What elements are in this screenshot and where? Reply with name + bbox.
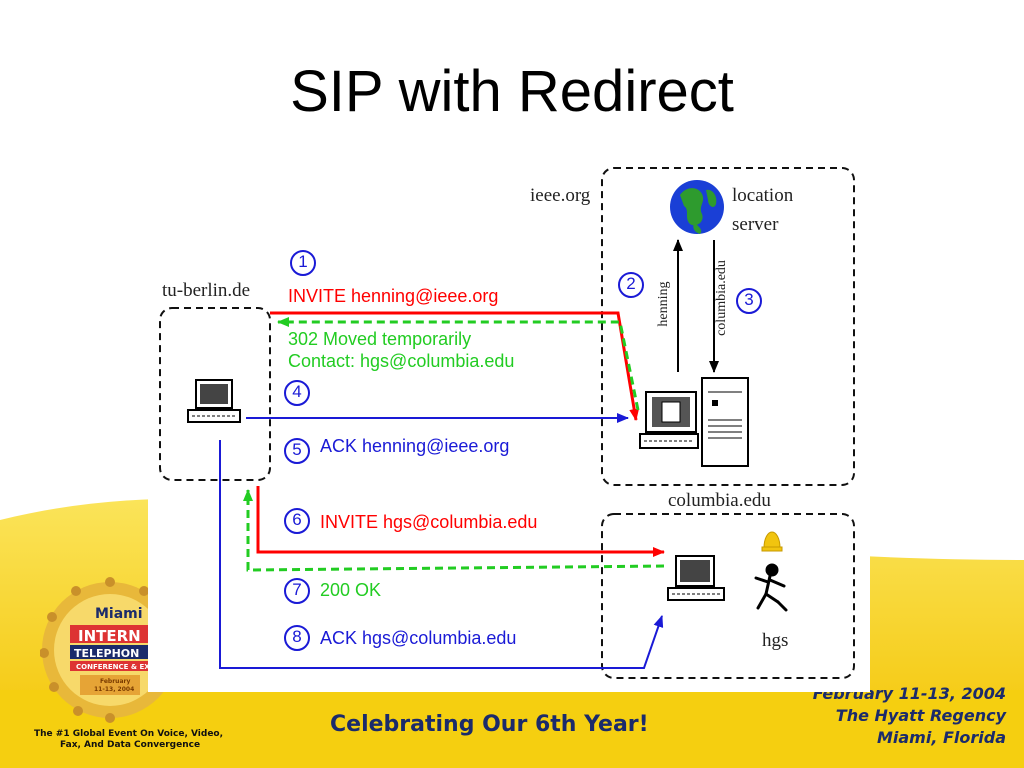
bell-icon xyxy=(761,531,783,552)
step-circle-4 xyxy=(284,380,310,406)
message-ack-henning: ACK henning@ieee.org xyxy=(320,436,510,456)
logo-miami-text: Miami xyxy=(95,606,143,622)
slide-title: SIP with Redirect xyxy=(290,59,734,124)
logo-small-1: February xyxy=(100,678,131,685)
columbia-vertical-label: columbia.edu xyxy=(714,260,729,336)
running-person-icon xyxy=(754,563,788,612)
footer-left-line-1: The #1 Global Event On Voice, Video, xyxy=(34,729,224,739)
logo-small-2: 11-13, 2004 xyxy=(94,686,135,693)
step-number-2: 2 xyxy=(626,274,636,293)
diagram-panel xyxy=(148,150,870,692)
footer-tagline: Celebrating Our 6th Year! xyxy=(330,712,649,737)
step-number-4: 4 xyxy=(292,382,302,401)
conference-logo xyxy=(40,577,170,723)
step-circle-2 xyxy=(618,272,644,298)
globe-icon xyxy=(670,180,724,234)
proxy-computer-icon xyxy=(639,391,699,449)
hgs-label: hgs xyxy=(762,630,789,651)
step-number-7: 7 xyxy=(292,580,302,599)
step-number-3: 3 xyxy=(744,290,754,309)
footer-left-line-2: Fax, And Data Convergence xyxy=(60,740,201,750)
tu-berlin-label: tu-berlin.de xyxy=(162,280,251,301)
message-200-ok: 200 OK xyxy=(320,580,382,600)
footer-city: Miami, Florida xyxy=(876,728,1006,747)
step-number-8: 8 xyxy=(292,627,302,646)
message-invite-henning: INVITE henning@ieee.org xyxy=(288,286,499,306)
logo-word-1: INTERN xyxy=(78,627,141,645)
step-number-1: 1 xyxy=(298,252,308,271)
callee-computer-icon xyxy=(667,555,725,601)
step-circle-7 xyxy=(284,578,310,604)
step-circle-6 xyxy=(284,508,310,534)
ieee-org-label: ieee.org xyxy=(530,185,591,206)
server-tower-icon xyxy=(701,377,749,467)
step-circle-5 xyxy=(284,438,310,464)
message-302-line-1: 302 Moved temporarily xyxy=(288,329,472,349)
footer-venue: The Hyatt Regency xyxy=(835,706,1006,725)
columbia-domain-label: columbia.edu xyxy=(668,490,771,511)
ieee-org-box xyxy=(601,167,855,486)
ok-200-arrow xyxy=(243,489,665,572)
logo-word-3: CONFERENCE & EX xyxy=(76,663,150,671)
tu-berlin-box xyxy=(159,307,271,481)
moved-302-arrow xyxy=(277,317,640,411)
invite-6-arrow xyxy=(256,486,665,557)
message-invite-hgs: INVITE hgs@columbia.edu xyxy=(320,512,538,532)
ack-8-arrow xyxy=(219,440,664,669)
columbia-box xyxy=(601,513,855,679)
caller-computer-icon xyxy=(187,379,241,423)
message-302-line-2: Contact: hgs@columbia.edu xyxy=(288,351,515,371)
logo-word-2: TELEPHON xyxy=(74,647,140,660)
step-circle-8 xyxy=(284,625,310,651)
location-label: location xyxy=(732,185,794,206)
invite-1-arrow xyxy=(270,311,640,421)
step-number-6: 6 xyxy=(292,510,302,529)
server-label: server xyxy=(732,214,779,235)
step-number-5: 5 xyxy=(292,440,302,459)
step-circle-3 xyxy=(736,288,762,314)
message-ack-hgs: ACK hgs@columbia.edu xyxy=(320,628,517,648)
henning-vertical-label: henning xyxy=(656,281,671,327)
step-circle-1 xyxy=(290,250,316,276)
